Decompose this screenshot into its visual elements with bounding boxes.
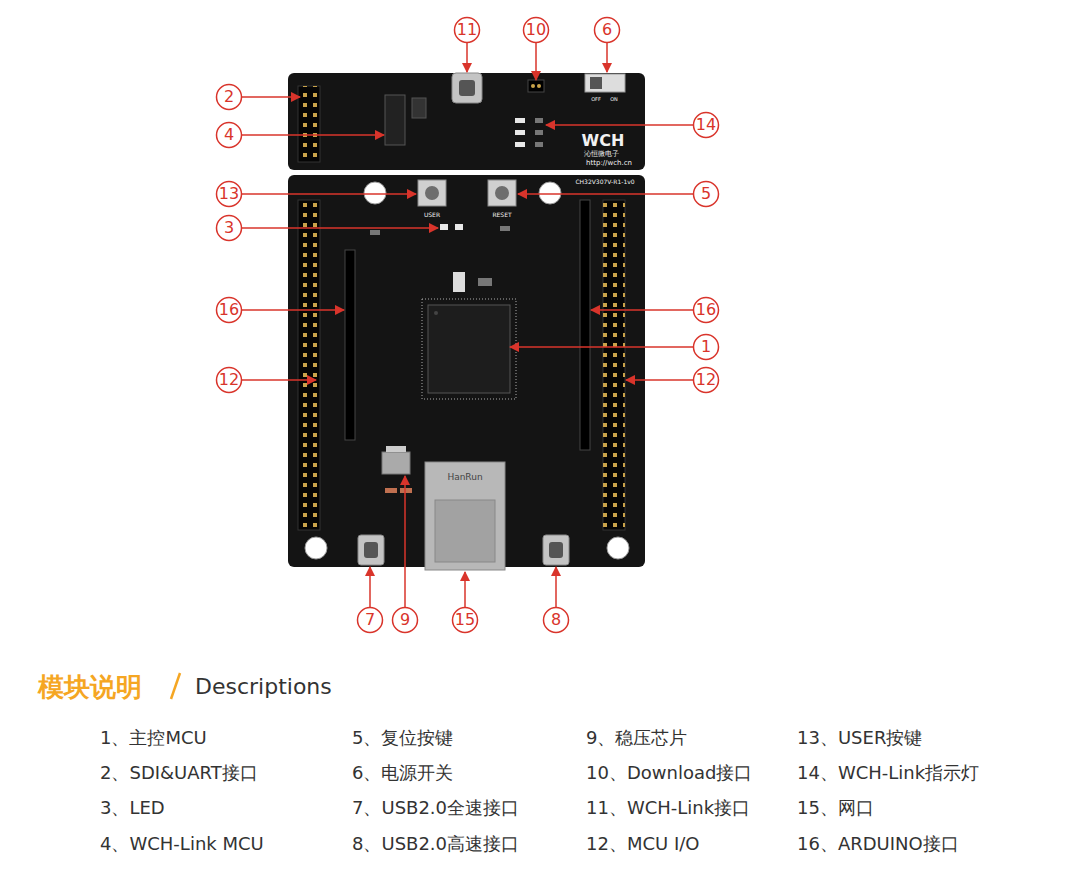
callout-number: 16 <box>219 301 239 319</box>
callout-number: 3 <box>224 219 234 237</box>
table-cell: 13、USER按键 <box>797 728 922 748</box>
callout-number: 9 <box>400 611 410 629</box>
table-cell: 9、稳压芯片 <box>586 728 687 748</box>
table-cell: 2、SDI&UART接口 <box>100 763 258 783</box>
silkscreen-text: HanRun <box>447 473 482 483</box>
table-cell: 10、Download接口 <box>586 763 752 783</box>
callout-number: 12 <box>219 371 239 389</box>
callout-number: 5 <box>701 185 711 203</box>
pcb <box>288 73 645 570</box>
silkscreen-text: WCH <box>582 132 625 150</box>
section-heading: Descriptions <box>195 675 332 699</box>
table-cell: 15、网口 <box>797 798 874 818</box>
silkscreen-text: 沁恒微电子 <box>584 151 619 159</box>
callout-leaders <box>242 43 693 607</box>
callout-number: 8 <box>551 611 561 629</box>
table-cell: 11、WCH-Link接口 <box>586 798 750 818</box>
table-cell: 16、ARDUINO接口 <box>797 834 959 854</box>
section-title: 模块说明 <box>38 673 142 702</box>
table-cell: 8、USB2.0高速接口 <box>352 834 519 854</box>
silkscreen-text: OFF <box>591 97 601 103</box>
callout-number: 13 <box>219 185 239 203</box>
callout-circles <box>217 18 719 633</box>
callout-number: 1 <box>701 338 711 356</box>
table-cell: 4、WCH-Link MCU <box>100 834 264 854</box>
silkscreen-text: ON <box>610 97 618 103</box>
silkscreen-text: CH32V307V-R1-1v0 <box>575 179 634 186</box>
title-slash <box>171 673 180 699</box>
callout-number: 11 <box>457 21 477 39</box>
callout-number: 2 <box>224 88 234 106</box>
table-cell: 14、WCH-Link指示灯 <box>797 763 979 783</box>
callout-number: 12 <box>696 371 716 389</box>
silkscreen-text: http://wch.cn <box>586 160 632 168</box>
table-cell: 12、MCU I/O <box>586 834 699 854</box>
silkscreen-text: RESET <box>492 212 511 219</box>
callout-number: 4 <box>224 126 234 144</box>
table-cell: 5、复位按键 <box>352 728 453 748</box>
callout-number: 10 <box>526 21 546 39</box>
callout-number: 14 <box>696 116 716 134</box>
callout-number: 6 <box>602 21 612 39</box>
table-cell: 3、LED <box>100 798 165 818</box>
table-cell: 1、主控MCU <box>100 728 207 748</box>
table-cell: 7、USB2.0全速接口 <box>352 798 519 818</box>
callout-number: 7 <box>365 611 375 629</box>
callout-number: 15 <box>455 611 475 629</box>
callout-number: 16 <box>696 301 716 319</box>
silkscreen-text: USER <box>424 212 440 219</box>
table-cell: 6、电源开关 <box>352 763 453 783</box>
